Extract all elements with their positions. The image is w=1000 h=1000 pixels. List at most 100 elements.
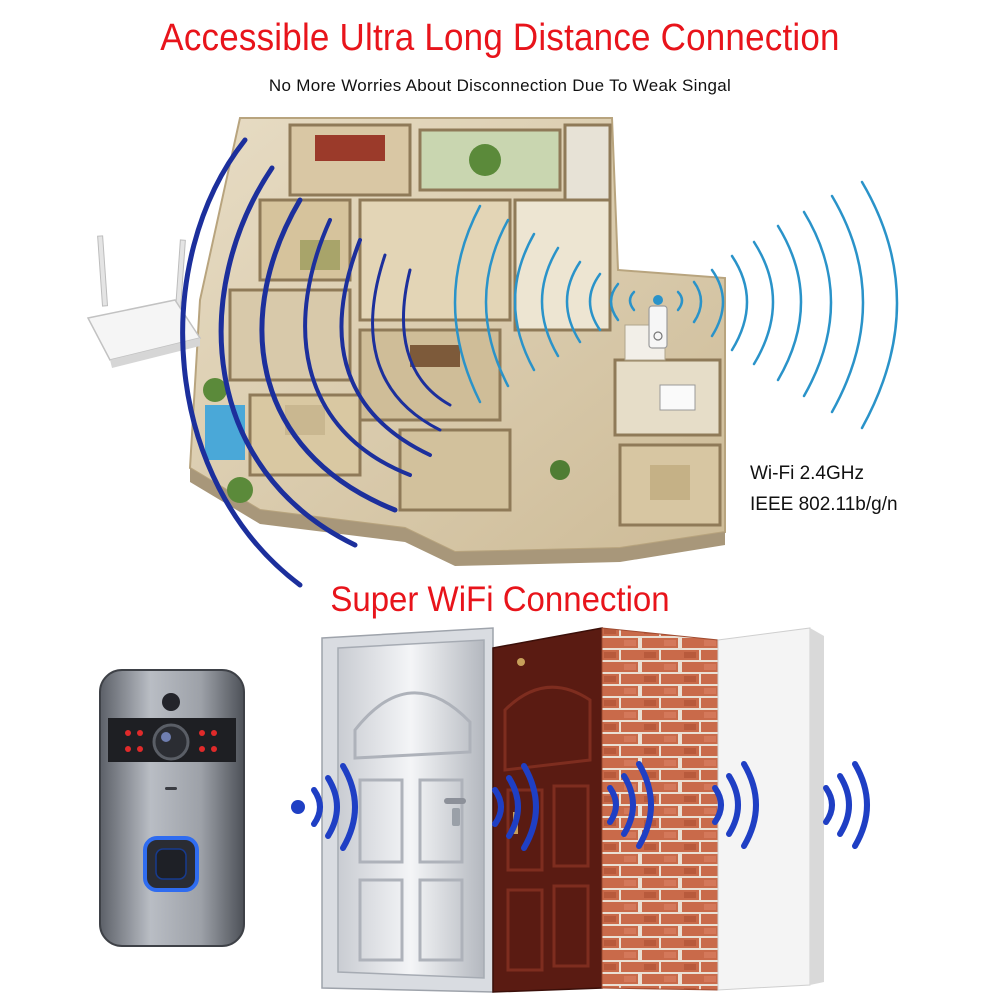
signal-arc [676, 290, 684, 312]
wifi-standard-label: IEEE 802.11b/g/n [750, 494, 898, 515]
signal-arc [506, 775, 521, 839]
room [228, 288, 352, 382]
signal-source-dot [291, 800, 305, 814]
steel-door-panel-inset [418, 778, 464, 864]
ir-led [137, 746, 143, 752]
signal-arc [830, 194, 865, 414]
signal-arc [730, 254, 749, 352]
ir-led [125, 730, 131, 736]
concrete-wall [717, 627, 824, 991]
wooden-door [492, 627, 603, 993]
signal-arc [565, 260, 582, 344]
bathtub [659, 384, 696, 411]
bed [650, 465, 690, 500]
doorbell-mini-button [653, 331, 663, 341]
wooden-door-arch [503, 685, 592, 772]
doorbell-mic-hole [165, 787, 177, 790]
signal-arc [453, 204, 482, 404]
doorbell-top-sensor [162, 693, 180, 711]
signal-arc [303, 218, 412, 477]
signal-arc [218, 165, 358, 548]
signal-arc [340, 763, 358, 851]
signal-arc [311, 787, 323, 827]
wifi-spec-block: Wi-Fi 2.4GHz IEEE 802.11b/g/n [750, 458, 898, 520]
signal-arc [339, 238, 432, 457]
signal-arc [588, 272, 602, 332]
wifi-frequency-label: Wi-Fi 2.4GHz [750, 463, 864, 484]
headline-title: Accessible Ultra Long Distance Connectio… [160, 16, 840, 59]
ir-led [125, 746, 131, 752]
brick-wall-face [601, 627, 719, 991]
wooden-door-peephole [517, 658, 525, 666]
doorbell-body [99, 669, 245, 947]
brick-wall [601, 627, 719, 991]
doorbell-ring-button-inner [155, 848, 187, 880]
signal-arc [837, 773, 852, 837]
wooden-door-panel-inset [506, 788, 544, 872]
steel-door-panel-inset [418, 878, 464, 962]
room [513, 198, 612, 332]
signal-arc [540, 246, 560, 358]
floor-side-shadow [190, 468, 725, 566]
signal-arc [726, 773, 741, 837]
garden-plant [227, 477, 253, 503]
signal-arc [521, 763, 539, 851]
signal-arc [823, 785, 835, 825]
headline-subtitle: No More Worries About Disconnection Due … [268, 76, 732, 95]
signal-arc [710, 268, 725, 338]
pool [205, 405, 245, 460]
signal-arc [402, 268, 452, 407]
video-doorbell [99, 669, 245, 947]
signal-arc [692, 280, 703, 324]
signal-arc [852, 761, 870, 849]
house-floor-plan [188, 117, 726, 566]
garden-plant [469, 144, 501, 176]
concrete-wall-side [810, 628, 824, 985]
garden-plant [203, 378, 227, 402]
signal-arc [180, 137, 303, 588]
signal-arc [752, 240, 775, 366]
ir-led [211, 730, 217, 736]
signal-arc [609, 282, 620, 322]
router-signal-waves [180, 137, 452, 588]
signal-arc [741, 761, 759, 849]
signal-arc [325, 775, 340, 839]
wooden-door-panel-inset [506, 888, 544, 972]
router-antenna [97, 235, 109, 307]
doorbell-signal-waves [453, 180, 899, 430]
wooden-door-panel-inset [552, 784, 590, 868]
signal-arc [860, 180, 899, 430]
steel-door-handle [444, 798, 466, 804]
steel-door [321, 627, 494, 993]
doorbell-ir-leds [125, 730, 217, 752]
ir-led [199, 746, 205, 752]
ir-led [199, 730, 205, 736]
ir-led [137, 730, 143, 736]
room-rug [315, 135, 385, 161]
ir-led [211, 746, 217, 752]
signal-arc [621, 773, 636, 837]
signal-arc [607, 785, 619, 825]
section-heading: Super WiFi Connection [330, 578, 670, 619]
doorbell-mini-body [648, 305, 668, 349]
doorbell-camera-lens [152, 723, 190, 761]
signal-arc [628, 290, 636, 312]
signal-arc [259, 197, 398, 513]
signal-arc [776, 224, 803, 382]
concrete-wall-face [717, 627, 811, 991]
wooden-door-panel-inset [552, 884, 590, 968]
signal-arc [513, 232, 536, 372]
router-front [110, 338, 200, 368]
wifi-router [86, 235, 202, 368]
signal-arc [484, 218, 510, 388]
barrier-signal-waves [291, 761, 870, 851]
signal-arc [492, 787, 504, 827]
room [358, 328, 502, 422]
steel-door-arch [353, 691, 472, 760]
signal-arc [802, 210, 833, 398]
garden-plant [550, 460, 570, 480]
doorbell-mini [648, 295, 668, 349]
room [398, 428, 512, 512]
steel-door-lock [452, 808, 460, 826]
